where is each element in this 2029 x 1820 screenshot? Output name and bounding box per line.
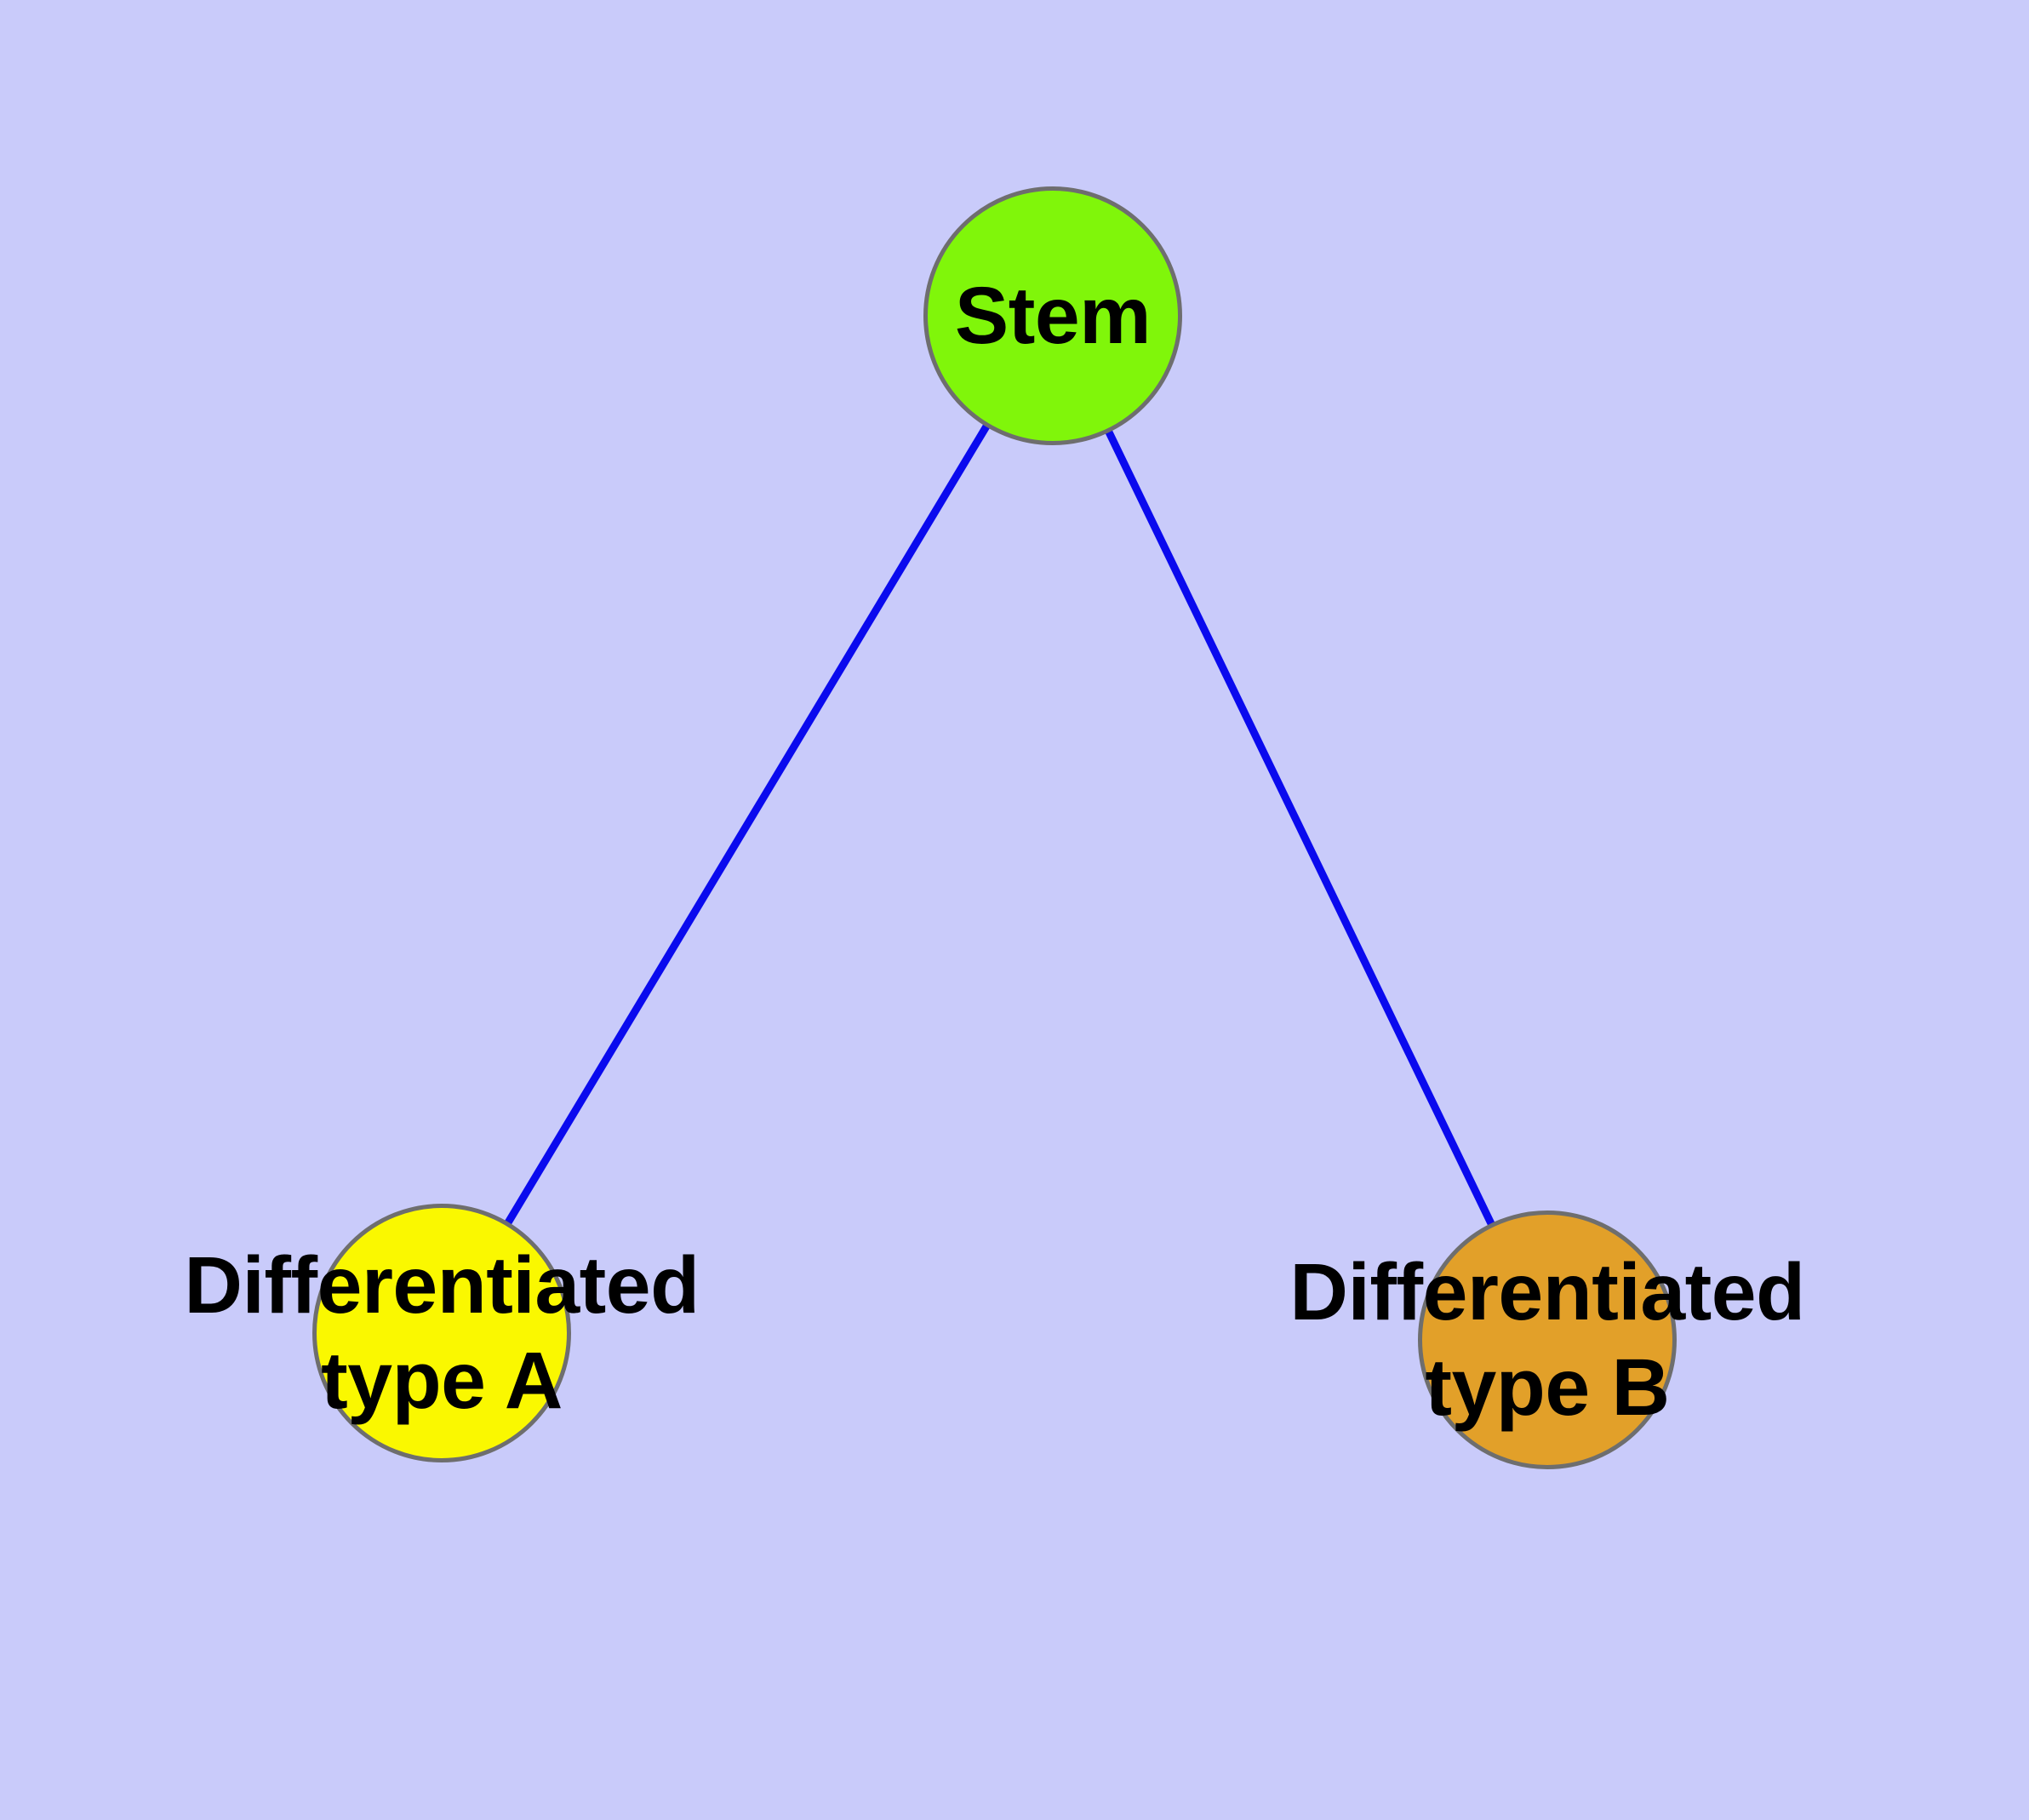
edge-layer — [503, 422, 1496, 1228]
graph-edge[interactable] — [503, 422, 992, 1227]
node-layer — [312, 186, 1677, 1469]
graph-node-diff_a[interactable] — [312, 1204, 571, 1462]
graph-node-diff_b[interactable] — [1418, 1210, 1677, 1469]
graph-edge[interactable] — [1104, 428, 1496, 1228]
graph-node-stem[interactable] — [923, 186, 1182, 445]
